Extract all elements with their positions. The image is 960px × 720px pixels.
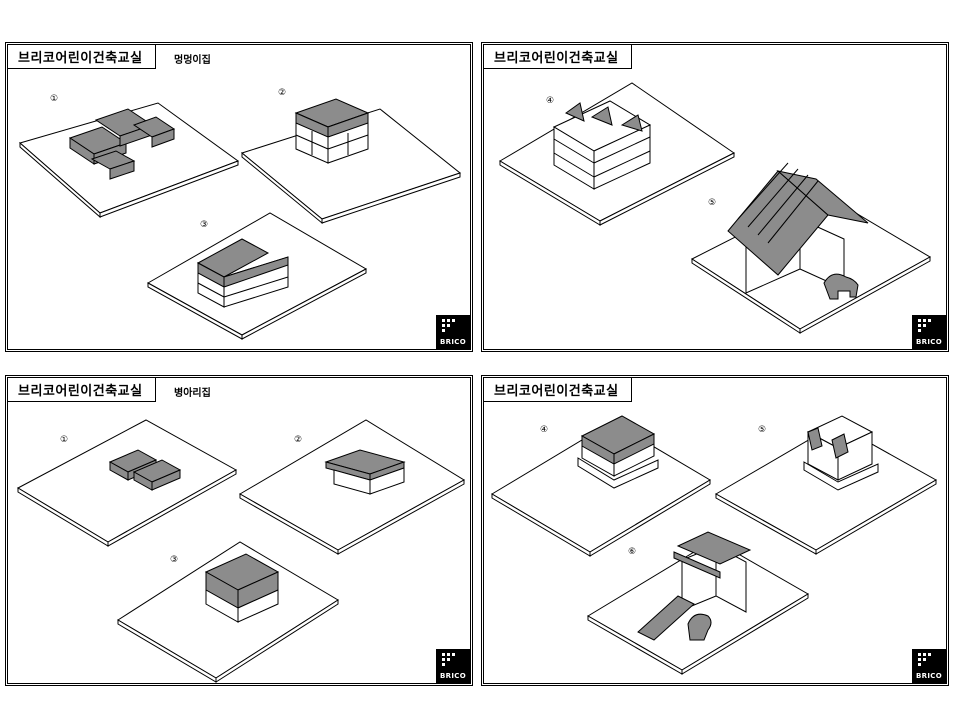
step-number: ② xyxy=(294,435,302,445)
step-number: ⑤ xyxy=(758,425,766,435)
brico-logo-icon: BRICO xyxy=(436,315,470,349)
logo-text: BRICO xyxy=(440,672,466,680)
roof-house xyxy=(637,531,752,641)
roof-slab xyxy=(324,449,406,495)
step-number: ⑥ xyxy=(628,547,636,557)
panel-title: 브리코어린이건축교실 xyxy=(484,378,632,402)
brick-group xyxy=(294,98,370,164)
logo-text: BRICO xyxy=(916,338,942,346)
brico-logo-icon: BRICO xyxy=(912,315,946,349)
assembly-diagram: ① ② ③ xyxy=(18,88,462,340)
brick-wall xyxy=(552,100,652,190)
step-number: ① xyxy=(50,94,58,104)
panel-subtitle: 병아리집 xyxy=(174,388,211,399)
panel-title: 브리코어린이건축교실 xyxy=(484,45,632,69)
brick-group xyxy=(196,238,289,308)
chick-figure-icon xyxy=(687,613,712,641)
step-number: ③ xyxy=(200,220,208,230)
instruction-panel-dog-house-2: 브리코어린이건축교실 ④ ⑤ xyxy=(481,42,949,352)
instruction-panel-chick-house-1: 브리코어린이건축교실 병아리집 ① ② ③ xyxy=(5,375,473,686)
panel-title: 브리코어린이건축교실 xyxy=(8,378,156,402)
assembly-diagram: ④ ⑤ xyxy=(499,82,932,334)
logo-text: BRICO xyxy=(916,672,942,680)
dog-figure-icon xyxy=(823,273,859,300)
brick-group xyxy=(803,415,879,491)
base-board xyxy=(16,419,238,543)
step-number: ④ xyxy=(546,96,554,106)
panel-title: 브리코어린이건축교실 xyxy=(8,45,156,69)
brick-group xyxy=(108,449,182,491)
logo-text: BRICO xyxy=(440,338,466,346)
panel-subtitle: 멍멍이집 xyxy=(174,55,211,66)
step-number: ④ xyxy=(540,425,548,435)
instruction-panel-chick-house-2: 브리코어린이건축교실 ④ ⑤ ⑥ xyxy=(481,375,949,686)
instruction-panel-dog-house-1: 브리코어린이건축교실 멍멍이집 ① ② xyxy=(5,42,473,352)
step-number: ① xyxy=(60,435,68,445)
brick-group xyxy=(68,108,176,180)
brico-logo-icon: BRICO xyxy=(912,649,946,683)
assembly-diagram: ① ② ③ xyxy=(16,419,465,683)
assembly-diagram: ④ ⑤ ⑥ xyxy=(491,415,938,675)
brick-group xyxy=(204,553,280,623)
brico-logo-icon: BRICO xyxy=(436,649,470,683)
step-number: ③ xyxy=(170,555,178,565)
step-number: ⑤ xyxy=(708,198,716,208)
brick-group xyxy=(577,415,659,489)
roof-house xyxy=(727,162,869,294)
step-number: ② xyxy=(278,88,286,98)
